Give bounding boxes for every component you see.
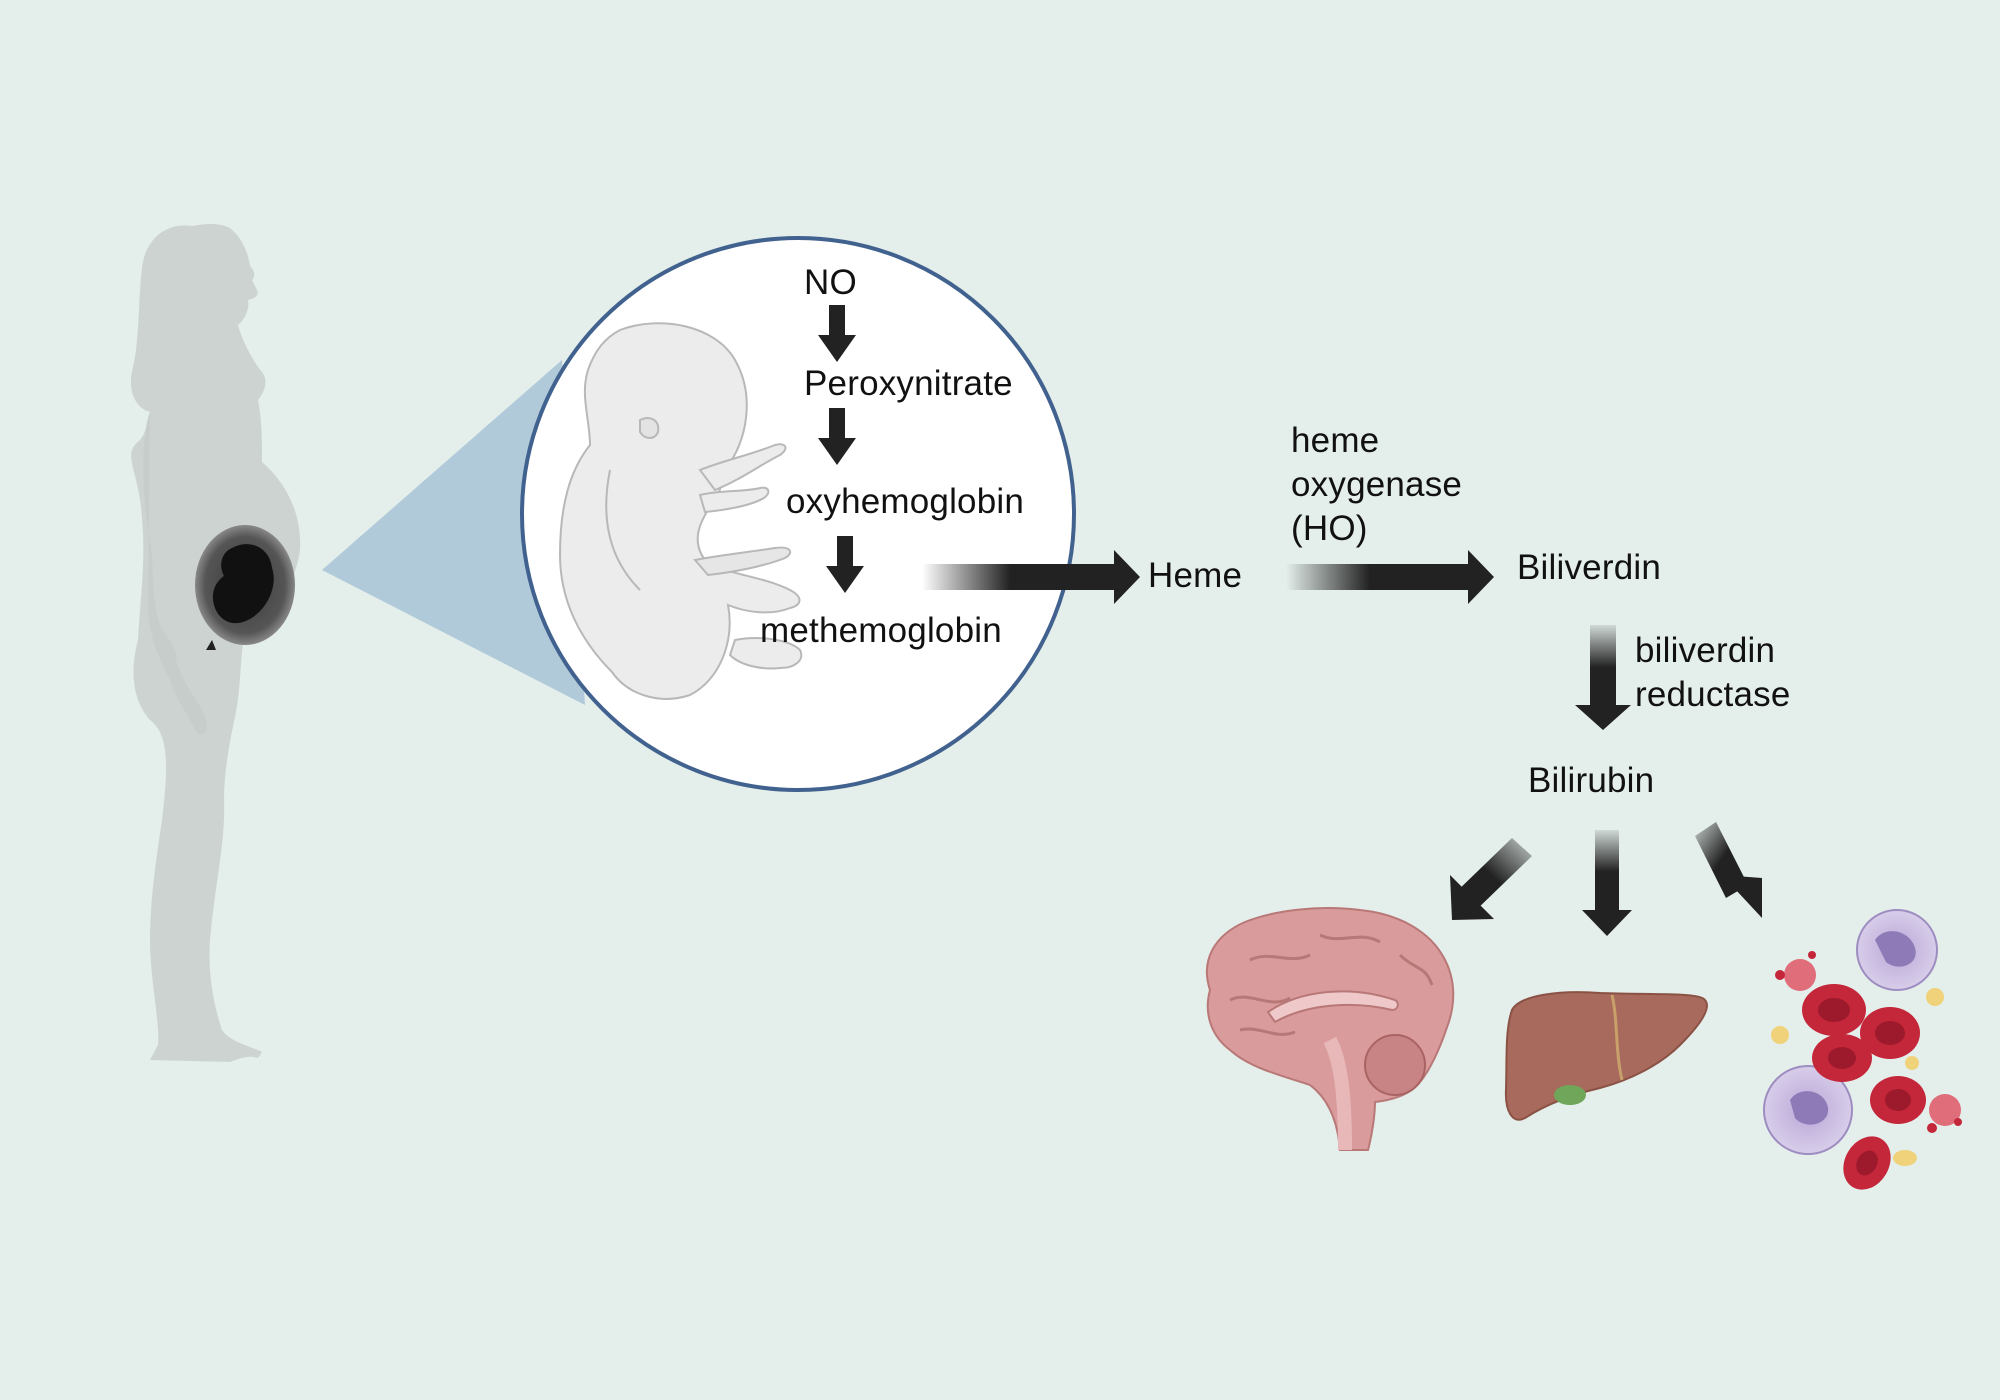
cascade-arrow	[826, 536, 864, 593]
arrow-to-blood-cells	[1695, 822, 1762, 918]
label-biliverdin-reductase-line2: reductase	[1635, 675, 1791, 714]
zoom-cone	[322, 360, 585, 705]
label-biliverdin-reductase-line1: biliverdin	[1635, 631, 1776, 670]
womb-icon	[195, 525, 295, 650]
cascade-arrow	[818, 305, 856, 362]
arrow-to-brain	[1450, 838, 1532, 920]
label-biliverdin: Biliverdin	[1517, 548, 1661, 587]
label-bilirubin: Bilirubin	[1528, 761, 1655, 800]
fetus-icon	[558, 322, 803, 700]
arrow-to-liver	[1582, 830, 1632, 936]
label-heme-oxygenase-line2: oxygenase	[1291, 465, 1463, 504]
label-methemoglobin: methemoglobin	[760, 611, 1002, 650]
blood-cells-icon	[1763, 909, 1962, 1190]
label-oxyhemoglobin: oxyhemoglobin	[786, 482, 1025, 521]
cascade-arrow	[818, 408, 856, 465]
brain-icon	[1205, 907, 1455, 1151]
liver-icon	[1504, 991, 1708, 1121]
label-no: NO	[804, 263, 857, 302]
arrow-heme-to-biliverdin	[1286, 550, 1494, 604]
pregnant-woman-silhouette-icon	[130, 224, 301, 1062]
label-heme-oxygenase-line3: (HO)	[1291, 509, 1368, 548]
arrow-to-heme	[922, 550, 1140, 604]
arrow-biliverdin-to-bilirubin	[1575, 625, 1631, 730]
label-heme-oxygenase-line1: heme	[1291, 421, 1380, 460]
label-peroxynitrite: Peroxynitrate	[804, 364, 1013, 403]
label-heme: Heme	[1148, 556, 1243, 595]
